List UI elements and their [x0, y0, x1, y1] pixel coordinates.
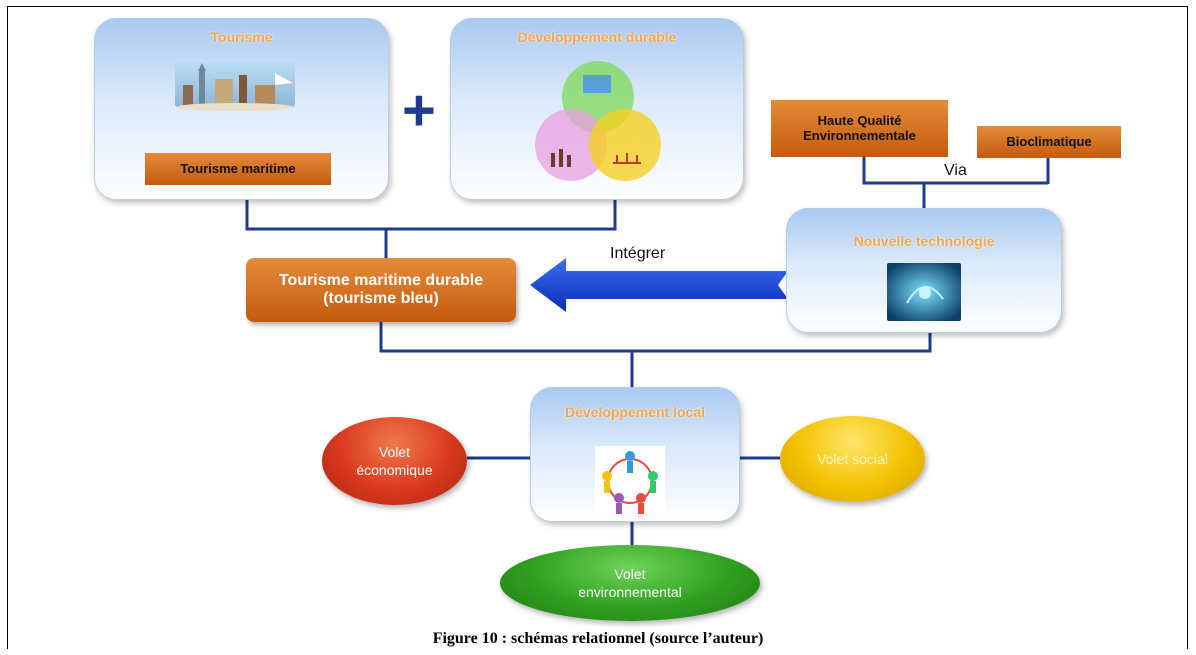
- tourisme-box: Tourisme Tourisme maritime: [94, 18, 389, 200]
- developpement-local-title: Développement local: [564, 404, 706, 420]
- tourisme-bleu-box: Tourisme maritime durable (tourisme bleu…: [246, 258, 516, 322]
- nouvelle-technologie-title: Nouvelle technologie: [853, 233, 995, 249]
- tourisme-title: Tourisme: [210, 29, 273, 45]
- developpement-durable-box: Développement durable: [450, 18, 744, 200]
- travel-collage-icon: [175, 59, 295, 111]
- volet-economique: Volet économique: [322, 417, 467, 505]
- tourisme-maritime-box: Tourisme maritime: [145, 153, 331, 185]
- volet-social: Volet social: [780, 416, 925, 502]
- volet-environnemental: Volet environnemental: [500, 545, 760, 621]
- integrer-label: Intégrer: [610, 245, 666, 262]
- figure-caption: Figure 10 : schémas relationnel (source …: [432, 630, 764, 647]
- plus-sign: +: [402, 78, 436, 143]
- haute-qualite-box: Haute Qualité Environnementale: [771, 100, 948, 157]
- connector-top-join: [245, 197, 617, 231]
- venn-diagram-icon: [535, 61, 661, 181]
- technology-icon: [887, 263, 961, 321]
- connector-middle-join: [379, 322, 932, 353]
- via-label: Via: [944, 162, 967, 179]
- people-network-icon: [595, 446, 665, 516]
- figure-frame: [7, 6, 1188, 649]
- connector-via-join: [862, 157, 1050, 185]
- nouvelle-technologie-box: Nouvelle technologie: [786, 208, 1062, 333]
- developpement-durable-title: Développement durable: [517, 29, 677, 45]
- developpement-local-box: Développement local: [530, 387, 740, 522]
- bioclimatique-box: Bioclimatique: [977, 126, 1121, 158]
- arrow-integrer: [530, 258, 788, 312]
